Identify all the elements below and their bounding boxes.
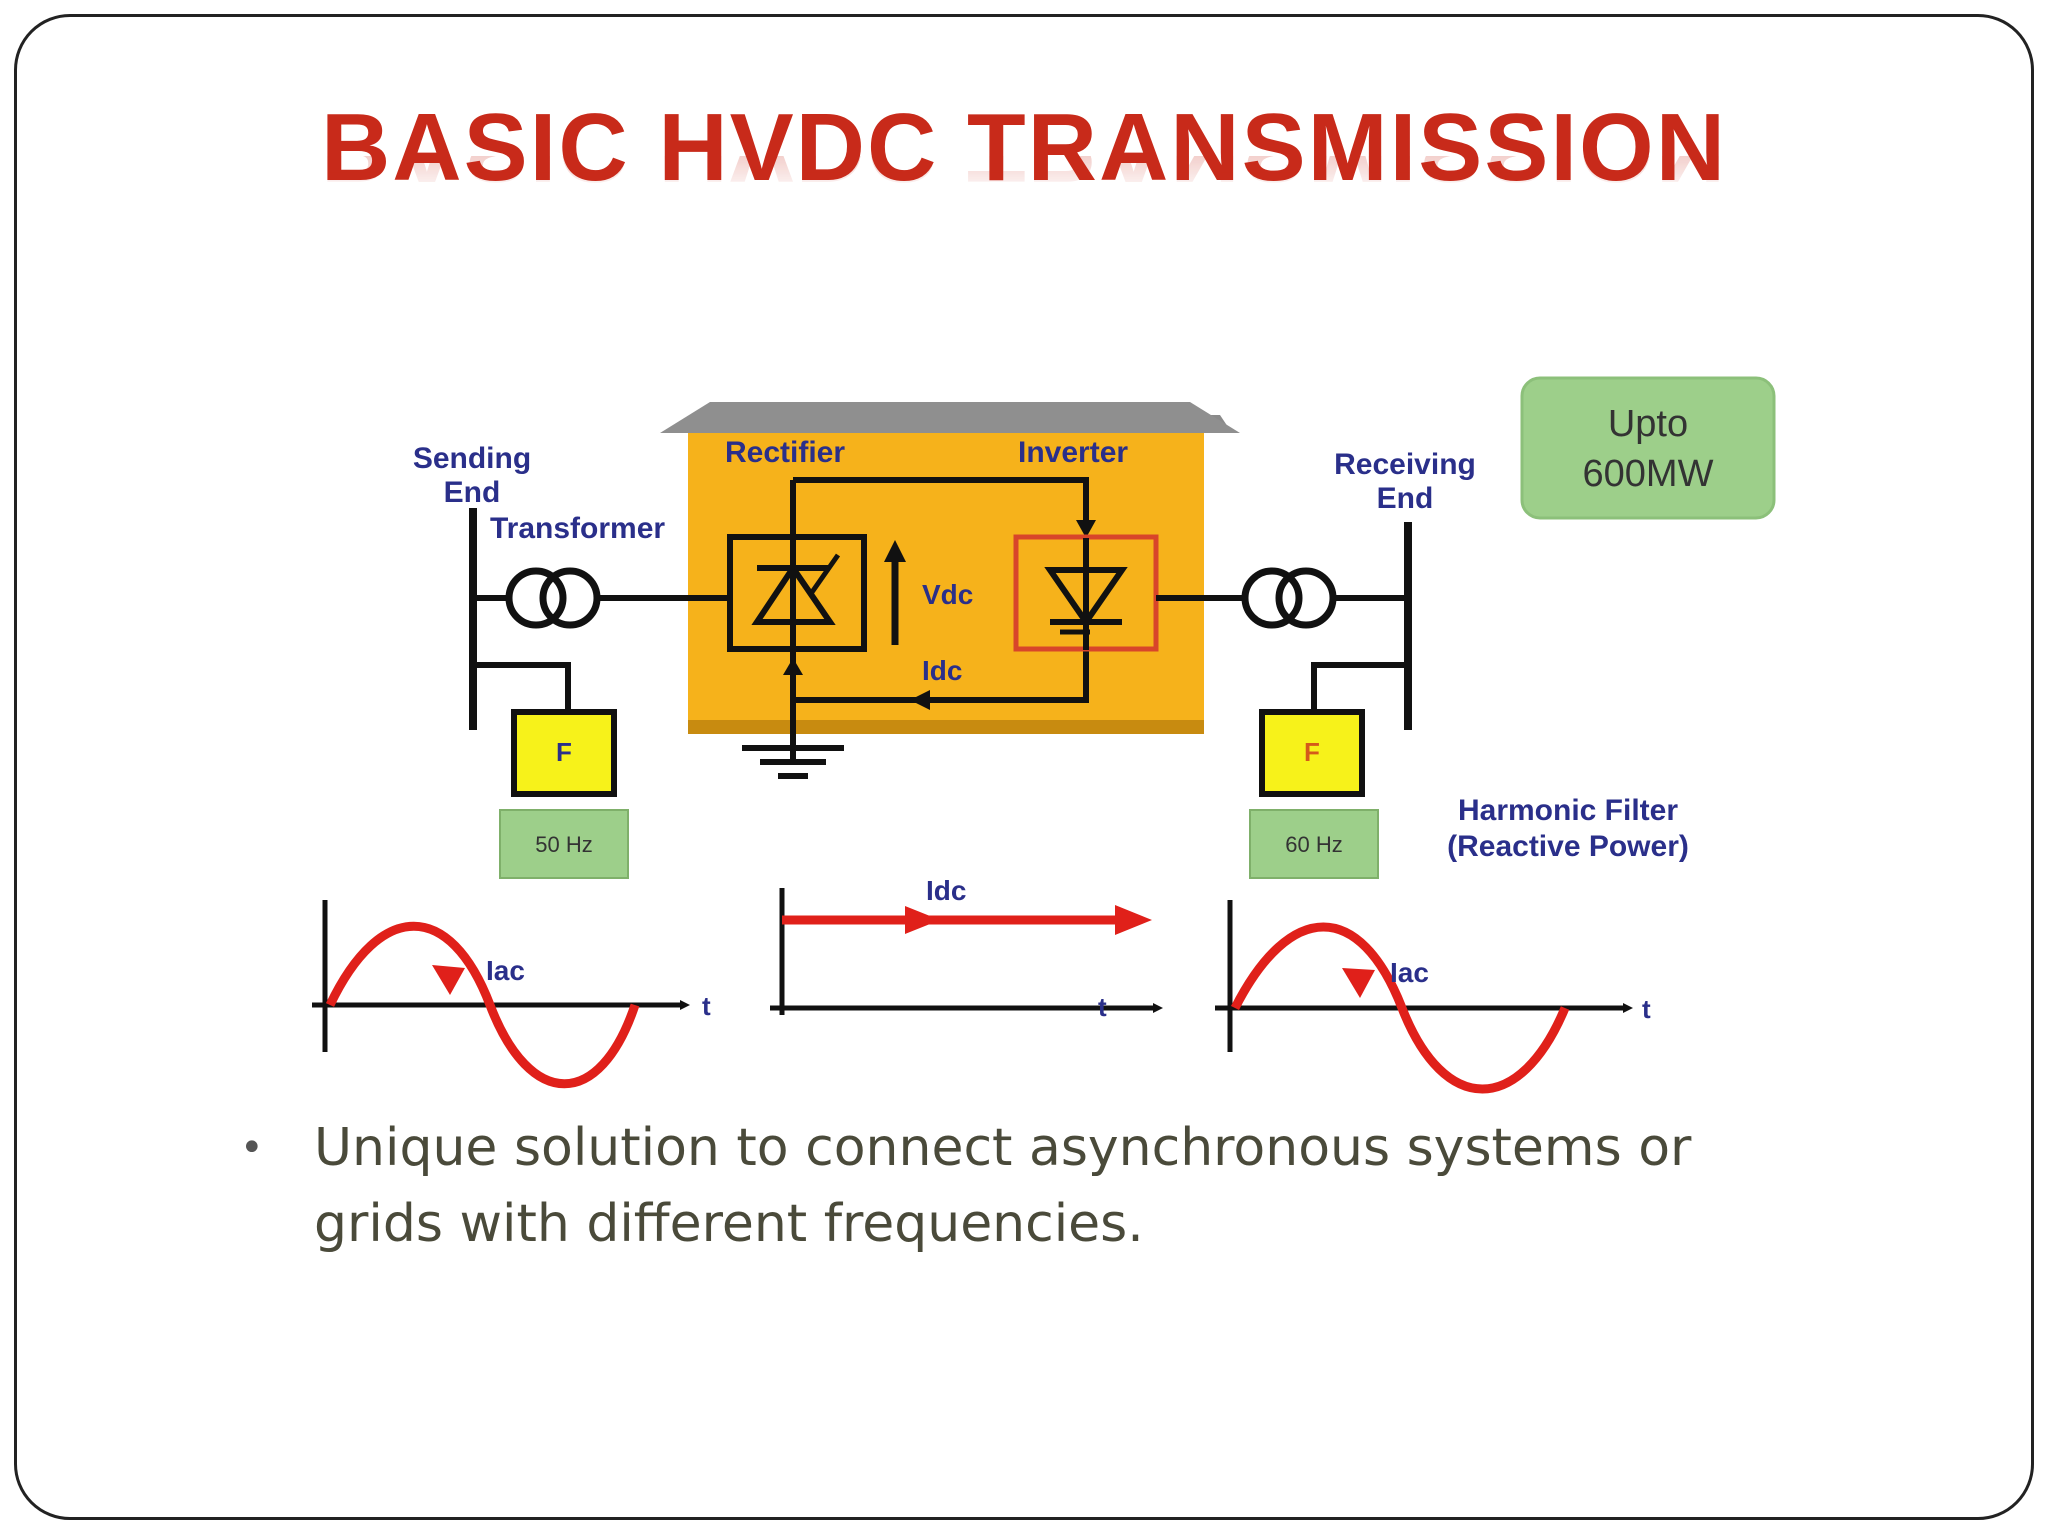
inverter-label: Inverter (1018, 436, 1128, 469)
transformer-right-coil-2 (1275, 567, 1337, 629)
wave-left-arrow (432, 965, 465, 995)
filter-left-label: F (556, 737, 572, 767)
bullet-item: Unique solution to connect asynchronous … (314, 1118, 1692, 1254)
dc-arrow-left (910, 690, 930, 710)
wave-right-arrow (1342, 968, 1375, 998)
slide-title-text: BASIC HVDC TRANSMISSION (320, 94, 1728, 201)
sending-end-line-2: End (444, 476, 501, 509)
rectifier-arrow-up (783, 658, 803, 675)
title-area: BASIC HVDC TRANSMISSION BASIC HVDC TRANS… (0, 100, 2048, 197)
sending-end-line-1: Sending (413, 442, 531, 475)
transformer-right-coil-1 (1241, 567, 1303, 629)
capacity-box (1520, 376, 1776, 520)
hvdc-diagram: F 50 Hz Vdc Idc F 60 Hz Upto 600MW Sendi… (312, 376, 1776, 1094)
station-base (688, 720, 1204, 734)
capacity-line-1: Upto (1608, 403, 1688, 445)
title-reflection: BASIC HVDC TRANSMISSION (321, 156, 1727, 196)
harmonic-filter-line-2: (Reactive Power) (1447, 830, 1689, 863)
wave-mid-arrow-2 (1115, 905, 1152, 935)
dc-loop-top (793, 477, 1089, 530)
wave-left-sine (325, 921, 640, 1089)
slide-frame (14, 14, 2034, 1520)
rectifier-gate (807, 553, 841, 597)
bullet-dot: • (240, 1125, 264, 1171)
rectifier-box (727, 534, 867, 652)
wave-mid-label: Idc (926, 875, 966, 906)
wave-mid-arrow-1 (905, 906, 940, 934)
harmonic-filter-line-1: Harmonic Filter (1458, 794, 1678, 827)
vdc-arrow-head (884, 540, 906, 562)
freq-left-label: 50 Hz (535, 832, 592, 857)
freq-right-box (1249, 809, 1379, 879)
wave-left-label: Iac (486, 955, 525, 986)
filter-box-right (1259, 709, 1365, 797)
transformer-left-coil-1 (505, 567, 567, 629)
freq-right-label: 60 Hz (1285, 832, 1342, 857)
wave-mid-t: t (1098, 992, 1107, 1022)
dc-arrow-down (1076, 520, 1096, 538)
wave-right-t: t (1642, 994, 1651, 1024)
right-filter-tap (1311, 662, 1408, 712)
wave-right-sine (1230, 922, 1570, 1094)
filter-box-left (511, 709, 617, 797)
station-roof-top (660, 402, 1240, 433)
transformer-label: Transformer (490, 512, 665, 545)
dc-loop-bottom (793, 650, 1089, 703)
slide-title: BASIC HVDC TRANSMISSION BASIC HVDC TRANS… (321, 100, 1727, 197)
receiving-end-line-2: End (1377, 482, 1434, 515)
wave-left-t: t (702, 991, 711, 1021)
freq-left-box (499, 809, 629, 879)
idc-loop-label: Idc (922, 655, 962, 686)
vdc-label: Vdc (922, 579, 973, 610)
capacity-line-2: 600MW (1583, 453, 1714, 495)
receiving-end-line-1: Receiving (1334, 448, 1476, 481)
wave-right-label: Iac (1390, 957, 1429, 988)
left-filter-tap (473, 662, 571, 712)
rectifier-label: Rectifier (725, 436, 845, 469)
transformer-left-coil-2 (539, 567, 601, 629)
filter-right-label: F (1304, 737, 1320, 767)
